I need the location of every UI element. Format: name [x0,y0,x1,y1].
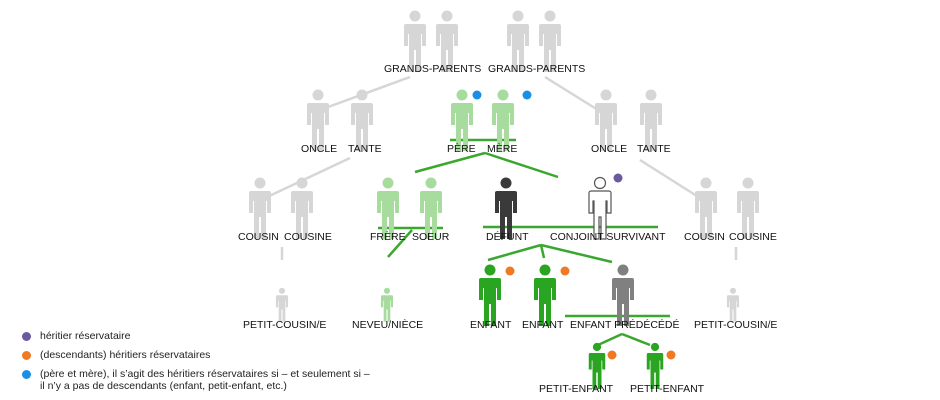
legend-item: (descendants) héritiers réservataires [22,349,442,361]
person-icon [640,89,662,151]
person-icon [737,177,759,239]
blue-dot [522,90,532,100]
label-pere: PÈRE [447,143,476,155]
person-icon-enfant [479,264,501,326]
person-icon [307,89,329,151]
orange-dot [607,350,617,360]
label-cousine-right: COUSINE [729,231,777,243]
legend-item: héritier réservataire [22,330,442,342]
orange-dot [560,266,570,276]
label-defunt: DÉFUNT [486,231,529,243]
label-conjoint-survivant: CONJOINT SURVIVANT [550,231,666,243]
label-tante-left: TANTE [348,143,382,155]
person-icon-mere [492,89,514,151]
label-petit-enfant-2: PETIT-ENFANT [630,383,705,395]
label-frere: FRÈRE [370,231,406,243]
label-grands-parents-left: GRANDS-PARENTS [384,63,482,75]
legend-text: (père et mère), il s’agit des héritiers … [40,368,370,392]
orange-dot [666,350,676,360]
connector-line [621,332,651,347]
label-soeur: SOEUR [412,231,450,243]
legend-item: (père et mère), il s’agit des héritiers … [22,368,442,392]
connector-lines [264,75,738,347]
person-icon [291,177,313,239]
blue-dot [472,90,482,100]
label-petit-enfant-1: PETIT-ENFANT [539,383,614,395]
connector-line [264,156,351,200]
label-neveu-niece: NEVEU/NIÈCE [352,319,424,331]
label-oncle-left: ONCLE [301,143,338,155]
person-icon-soeur [420,177,442,239]
legend-text: (descendants) héritiers réservataires [40,349,211,361]
label-cousin-left: COUSIN [238,231,279,243]
legend-blue-dot-icon [22,370,31,379]
label-petit-cousin-left: PETIT-COUSIN/E [243,319,327,331]
label-enfant-2: ENFANT [522,319,564,331]
person-icon-frere [377,177,399,239]
orange-dot [505,266,515,276]
label-enfant-1: ENFANT [470,319,512,331]
label-oncle-right: ONCLE [591,143,628,155]
legend: héritier réservataire (descendants) héri… [22,330,442,399]
connector-line [540,243,613,264]
person-icon [249,177,271,239]
label-cousine-left: COUSINE [284,231,332,243]
person-icon [595,89,617,151]
connector-line [484,151,559,179]
label-grands-parents-right: GRANDS-PARENTS [488,63,586,75]
person-icon-small [275,287,289,322]
connector-line [544,75,599,112]
legend-purple-dot-icon [22,332,31,341]
person-icon-small [380,287,394,322]
person-icon-conjoint [588,176,612,240]
connector-line [387,229,413,258]
status-dots [472,90,676,360]
connector-line [597,332,623,347]
legend-text: héritier réservataire [40,330,131,342]
person-icon-enfant [534,264,556,326]
connector-line [414,151,486,174]
label-petit-cousin-right: PETIT-COUSIN/E [694,319,778,331]
connector-line [487,243,542,262]
label-cousin-right: COUSIN [684,231,725,243]
label-tante-right: TANTE [637,143,671,155]
connector-line [639,158,701,200]
label-mere: MÈRE [487,143,518,155]
person-icon-defunt [495,177,517,239]
label-enfant-predecede: ENFANT PRÉDÉCÉDÉ [570,319,680,331]
person-icon-pere [451,89,473,151]
purple-dot [613,173,623,183]
person-icon-small [726,287,740,322]
connector-line [539,244,546,259]
person-icon [695,177,717,239]
legend-orange-dot-icon [22,351,31,360]
